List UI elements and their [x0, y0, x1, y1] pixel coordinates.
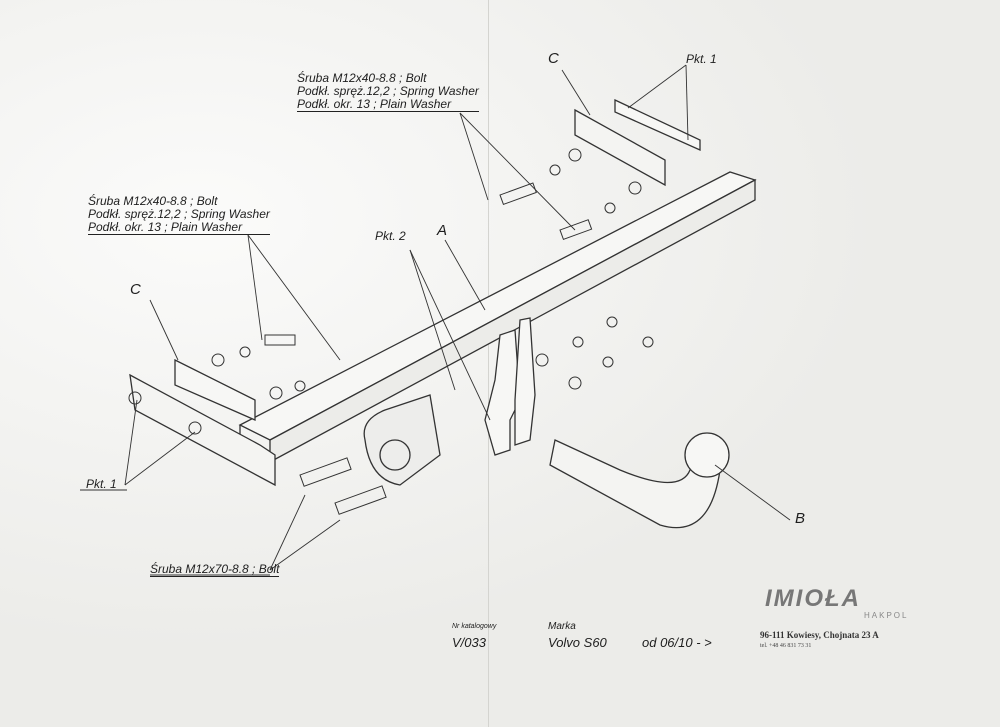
callout-left-block: Śruba M12x40-8.8 ; Bolt Podkł. spręż.12,…: [88, 195, 270, 235]
fold-line: [488, 0, 489, 727]
right-bracket-c: [574, 98, 701, 187]
label-pkt1-top: Pkt. 1: [686, 52, 717, 66]
socket-plate: [363, 394, 441, 486]
callout-top-spring-washer: Podkł. spręż.12,2 ; Spring Washer: [297, 84, 479, 98]
label-pkt1-left: Pkt. 1: [86, 477, 117, 491]
leader-lines: [80, 64, 791, 576]
callout-top-block: Śruba M12x40-8.8 ; Bolt Podkł. spręż.12,…: [297, 72, 479, 112]
brand-label: Marka: [548, 621, 576, 632]
company-address: 96-111 Kowiesy, Chojnata 23 A: [760, 630, 879, 640]
callout-left-plain-washer: Podkł. okr. 13 ; Plain Washer: [88, 220, 243, 234]
center-plates: [484, 317, 536, 456]
callout-left-spring-washer: Podkł. spręż.12,2 ; Spring Washer: [88, 207, 270, 221]
callout-bottom-bolt: Śruba M12x70-8.8 ; Bolt: [150, 562, 280, 577]
label-b: B: [795, 510, 806, 527]
ball-arm-b: [549, 432, 730, 529]
date-range: od 06/10 - >: [642, 635, 712, 650]
bolts: [128, 148, 654, 515]
catalog-value: V/033: [452, 635, 486, 650]
label-c-top: C: [548, 50, 559, 67]
brand-value: Volvo S60: [548, 635, 607, 650]
catalog-label: Nr katalogowy: [452, 623, 497, 630]
label-c-left: C: [130, 281, 141, 298]
label-pkt2: Pkt. 2: [375, 229, 406, 243]
hakpol-logo-sub: HAKPOL: [864, 611, 909, 620]
callout-top-plain-washer: Podkł. okr. 13 ; Plain Washer: [297, 97, 452, 111]
callout-top-bolt: Śruba M12x40-8.8 ; Bolt: [297, 71, 427, 85]
company-phone: tel. +48 46 831 73 31: [760, 643, 812, 649]
label-a: A: [437, 222, 448, 239]
callout-left-bolt: Śruba M12x40-8.8 ; Bolt: [88, 194, 218, 208]
imiola-logo: IMIOŁA: [765, 585, 861, 612]
